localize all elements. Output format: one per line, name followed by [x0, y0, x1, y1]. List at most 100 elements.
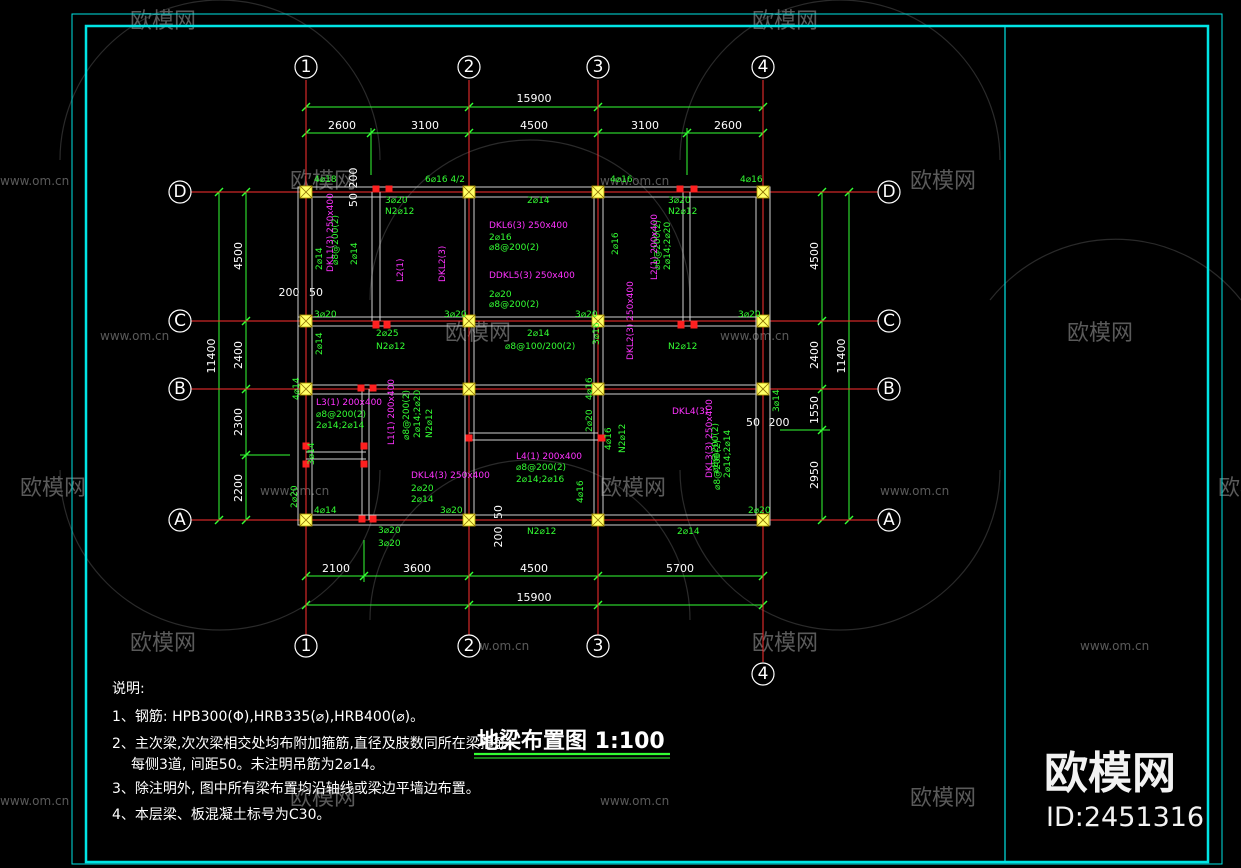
- dim-local-7: 200: [492, 527, 505, 548]
- dim-left-1: 4500: [232, 242, 245, 270]
- rebar-label: ⌀8@200(2): [653, 220, 663, 270]
- dim-left-4: 2200: [232, 474, 245, 502]
- rebar-label: 3⌀20: [378, 526, 401, 536]
- section-mark: [677, 321, 685, 329]
- rebar-label: ⌀8@200(2): [331, 215, 341, 265]
- bubble-bottom-2: 2: [457, 634, 481, 658]
- column: [299, 314, 313, 328]
- notes-heading: 说明:: [112, 681, 145, 697]
- note-4: 4、本层梁、板混凝土标号为C30。: [112, 807, 331, 823]
- watermark-url: www.om.cn: [1080, 639, 1149, 653]
- bubble-bottom-1: 1: [294, 634, 318, 658]
- column: [462, 382, 476, 396]
- rebar-label: 3⌀14: [307, 442, 317, 465]
- column: [756, 185, 770, 199]
- section-mark: [357, 384, 365, 392]
- rebar-label: 4⌀18: [314, 175, 337, 185]
- dim-top-4: 3100: [631, 119, 659, 132]
- svg-text:D: D: [882, 182, 895, 202]
- rebar-label: 2⌀25: [376, 329, 399, 339]
- rebar-label: 4⌀16: [604, 427, 614, 450]
- beam-label: DKL4(3) 250x400: [411, 471, 490, 481]
- column: [299, 382, 313, 396]
- dim-local-8: 50: [492, 505, 505, 519]
- dimension-tick: [366, 128, 376, 138]
- beam-outlines: [297, 186, 771, 526]
- watermark-brand: 欧模网: [1067, 321, 1133, 346]
- rebar-label: 2⌀14;2⌀20: [413, 390, 423, 438]
- dim-local-3: 200: [279, 286, 300, 299]
- dim-top-1: 2600: [328, 119, 356, 132]
- rebar-label: ⌀8@200(2): [489, 243, 539, 253]
- rebar-label: 2⌀14: [350, 242, 360, 265]
- rebar-label: ⌀8@100/200(2): [505, 342, 575, 352]
- section-mark: [369, 515, 377, 523]
- watermark-brand: 欧模网: [910, 786, 976, 811]
- dim-bottom-3: 4500: [520, 562, 548, 575]
- rebar-label: 3⌀20: [314, 310, 337, 320]
- rebar-label: 2⌀14: [315, 247, 325, 270]
- dim-top-2: 3100: [411, 119, 439, 132]
- drawing-title: 地梁布置图 1:100: [474, 728, 670, 759]
- section-mark: [598, 434, 606, 442]
- rebar-label: N2⌀12: [668, 207, 697, 217]
- svg-text:3: 3: [593, 636, 604, 656]
- bubble-left-B: B: [168, 377, 192, 401]
- section-mark: [690, 321, 698, 329]
- section-mark: [676, 185, 684, 193]
- corner-id: ID:2451316: [1046, 802, 1204, 833]
- rebar-label: 2⌀14: [527, 196, 550, 206]
- dim-left-3: 2300: [232, 408, 245, 436]
- rebar-label: N2⌀12: [376, 342, 405, 352]
- dimension-tick: [682, 128, 692, 138]
- watermark-arcs: [59, 0, 1241, 631]
- rebar-label: 3⌀20: [738, 310, 761, 320]
- dim-local-6: 200: [769, 416, 790, 429]
- svg-text:1: 1: [301, 636, 312, 656]
- svg-text:3: 3: [593, 57, 604, 77]
- bubble-right-C: C: [877, 309, 901, 333]
- beam-label: DKL4(3): [672, 407, 708, 417]
- svg-text:4: 4: [758, 57, 769, 77]
- rebar-label: 2⌀16: [489, 233, 512, 243]
- rebar-label: 3⌀20: [378, 539, 401, 549]
- note-3: 3、除注明外, 图中所有梁布置均沿轴线或梁边平墙边布置。: [112, 781, 480, 797]
- watermark-brand: 欧模网: [910, 169, 976, 194]
- rebar-label: 2⌀14;2⌀14: [723, 430, 733, 478]
- section-mark: [302, 460, 310, 468]
- dim-bottom-4: 5700: [666, 562, 694, 575]
- column: [462, 513, 476, 527]
- rebar-label: 2⌀20: [489, 290, 512, 300]
- note-2: 2、主次梁,次次梁相交处均布附加箍筋,直径及肢数同所在梁箍筋,: [112, 735, 512, 752]
- beam-label: L4(1) 200x400: [516, 452, 582, 462]
- beam-label: L3(1) 200x400: [316, 398, 382, 408]
- rebar-label: ⌀8@200(2): [713, 440, 723, 490]
- bubble-left-D: D: [168, 180, 192, 204]
- watermark-brand: 欧模网: [752, 9, 818, 34]
- beam-label: DKL6(3) 250x400: [489, 221, 568, 231]
- rebar-label: N2⌀12: [425, 409, 435, 438]
- dim-bottom-total: 15900: [517, 591, 552, 604]
- dimension-tick: [817, 425, 827, 435]
- rebar-label: 2⌀14: [677, 527, 700, 537]
- bubble-right-B: B: [877, 377, 901, 401]
- bubble-top-4: 4: [751, 55, 775, 79]
- svg-text:C: C: [883, 311, 895, 331]
- watermark-url: www.om.cn: [600, 174, 669, 188]
- rebar-label: 3⌀14: [772, 389, 782, 412]
- rebar-label: N2⌀12: [385, 207, 414, 217]
- dim-right-total: 11400: [835, 339, 848, 374]
- rebar-label: ⌀8@200(2): [516, 463, 566, 473]
- note-2b: 每侧3道, 间距50。未注明吊筋为2⌀14。: [131, 756, 384, 773]
- rebar-label: 4⌀16: [585, 377, 595, 400]
- section-mark: [385, 185, 393, 193]
- bubble-top-1: 1: [294, 55, 318, 79]
- dim-right-4: 2950: [808, 461, 821, 489]
- column: [591, 314, 605, 328]
- watermark-brand: 欧模网: [20, 476, 86, 501]
- rebar-label: 3⌀20: [440, 506, 463, 516]
- rebar-label: 2⌀20: [411, 484, 434, 494]
- beam-label: L2(1) 200x400: [650, 214, 660, 280]
- bubble-top-2: 2: [457, 55, 481, 79]
